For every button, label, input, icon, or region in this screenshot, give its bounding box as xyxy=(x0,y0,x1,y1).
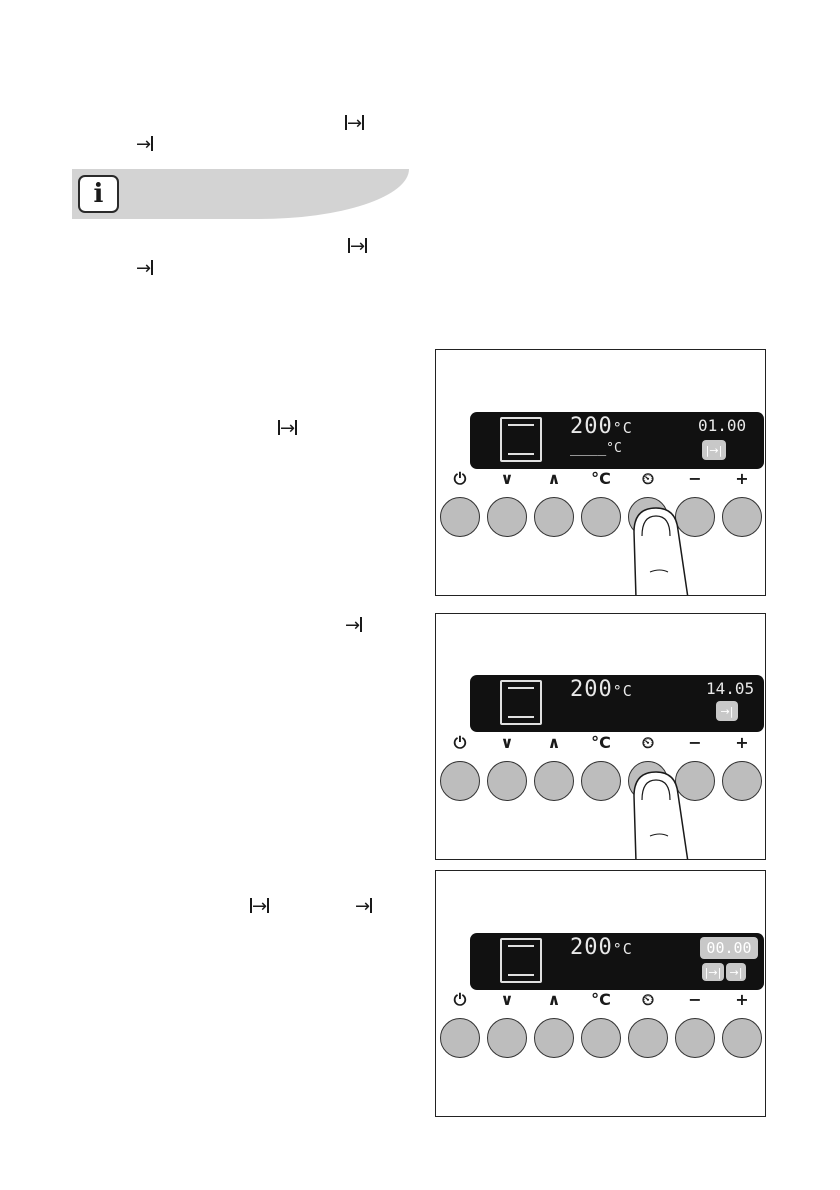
minus-key[interactable] xyxy=(675,1018,715,1058)
on-off-key-label: ⏻ xyxy=(453,990,467,1009)
up-key-label: ∧ xyxy=(547,733,561,752)
info-icon: i xyxy=(78,175,119,213)
clock-program-key-label: ⏲ xyxy=(641,469,655,488)
oven-display: 200°C 00.00 |→| →| xyxy=(470,933,764,990)
on-off-key-label: ⏻ xyxy=(453,469,467,488)
time-flash-readout: 00.00 xyxy=(700,937,758,959)
clock-program-key[interactable] xyxy=(628,1018,668,1058)
oven-cavity-icon xyxy=(500,417,542,462)
oven-display: 200°C 14.05 →| xyxy=(470,675,764,732)
up-key[interactable] xyxy=(534,497,574,537)
plus-key-label: + xyxy=(735,733,749,752)
oven-display: 200°C 01.00 ____°C |→| xyxy=(470,412,764,469)
control-panel-illustration-2: 200°C 14.05 →| ⏻ ∨ ∧ °C ⏲ − + xyxy=(435,613,766,860)
down-key[interactable] xyxy=(487,1018,527,1058)
clock-program-key-label: ⏲ xyxy=(641,733,655,752)
temperature-key-label: °C xyxy=(591,990,611,1009)
up-key[interactable] xyxy=(534,761,574,801)
oven-cavity-icon xyxy=(500,938,542,983)
temperature-key[interactable] xyxy=(581,1018,621,1058)
down-key-label: ∨ xyxy=(500,469,514,488)
up-key[interactable] xyxy=(534,1018,574,1058)
end-symbol: → xyxy=(136,134,154,155)
down-key-label: ∨ xyxy=(500,733,514,752)
up-key-label: ∧ xyxy=(547,469,561,488)
temperature-readout: 200°C xyxy=(570,677,633,702)
duration-symbol: → xyxy=(250,896,270,917)
pressing-finger-icon xyxy=(633,771,689,859)
duration-flash-symbol: |→| xyxy=(702,963,724,981)
down-key[interactable] xyxy=(487,497,527,537)
pressing-finger-icon xyxy=(633,507,689,595)
time-readout: 01.00 xyxy=(698,416,747,435)
up-key-label: ∧ xyxy=(547,990,561,1009)
temperature-key[interactable] xyxy=(581,497,621,537)
control-panel-illustration-1: 200°C 01.00 ____°C |→| ⏻ ∨ ∧ °C ⏲ − + xyxy=(435,349,766,596)
minus-key[interactable] xyxy=(675,761,715,801)
temperature-key-label: °C xyxy=(591,733,611,752)
program-dashes: ____°C xyxy=(570,438,622,456)
temperature-readout: 200°C xyxy=(570,935,633,960)
plus-key[interactable] xyxy=(722,761,762,801)
end-symbol: → xyxy=(345,615,363,636)
duration-symbol: → xyxy=(345,113,365,134)
clock-program-key-label: ⏲ xyxy=(641,990,655,1009)
end-symbol: → xyxy=(136,258,154,279)
on-off-key[interactable] xyxy=(440,1018,480,1058)
time-readout: 14.05 xyxy=(706,679,755,698)
temperature-key-label: °C xyxy=(591,469,611,488)
minus-key-label: − xyxy=(688,469,702,488)
minus-key[interactable] xyxy=(675,497,715,537)
plus-key[interactable] xyxy=(722,1018,762,1058)
duration-flash-symbol: |→| xyxy=(702,440,726,460)
temperature-readout: 200°C xyxy=(570,414,633,439)
plus-key-label: + xyxy=(735,469,749,488)
end-flash-symbol: →| xyxy=(716,701,738,721)
info-note-band xyxy=(72,169,409,219)
duration-symbol: → xyxy=(278,418,298,439)
oven-cavity-icon xyxy=(500,680,542,725)
plus-key-label: + xyxy=(735,990,749,1009)
on-off-key-label: ⏻ xyxy=(453,733,467,752)
on-off-key[interactable] xyxy=(440,497,480,537)
end-symbol: → xyxy=(355,896,373,917)
minus-key-label: − xyxy=(688,990,702,1009)
minus-key-label: − xyxy=(688,733,702,752)
end-flash-symbol: →| xyxy=(726,963,746,981)
plus-key[interactable] xyxy=(722,497,762,537)
duration-symbol: → xyxy=(348,236,368,257)
control-panel-illustration-3: 200°C 00.00 |→| →| ⏻ ∨ ∧ °C ⏲ − + xyxy=(435,870,766,1117)
temperature-key[interactable] xyxy=(581,761,621,801)
down-key-label: ∨ xyxy=(500,990,514,1009)
down-key[interactable] xyxy=(487,761,527,801)
on-off-key[interactable] xyxy=(440,761,480,801)
